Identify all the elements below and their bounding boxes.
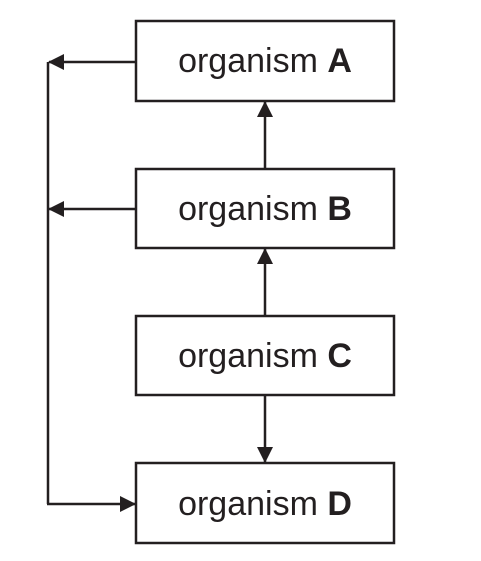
box-organism-b: organism B xyxy=(134,167,396,250)
organism-d-label: organism D xyxy=(178,485,352,523)
organism-b-letter: B xyxy=(327,190,352,228)
box-organism-d: organism D xyxy=(134,461,396,545)
organism-d-letter: D xyxy=(327,485,352,523)
organism-a-letter: A xyxy=(327,42,352,80)
organism-b-label: organism B xyxy=(178,190,352,228)
box-organism-c: organism C xyxy=(134,314,396,397)
organism-c-letter: C xyxy=(327,337,352,375)
organism-c-label: organism C xyxy=(178,337,352,375)
box-organism-a: organism A xyxy=(134,19,396,103)
organism-a-label: organism A xyxy=(178,42,352,80)
